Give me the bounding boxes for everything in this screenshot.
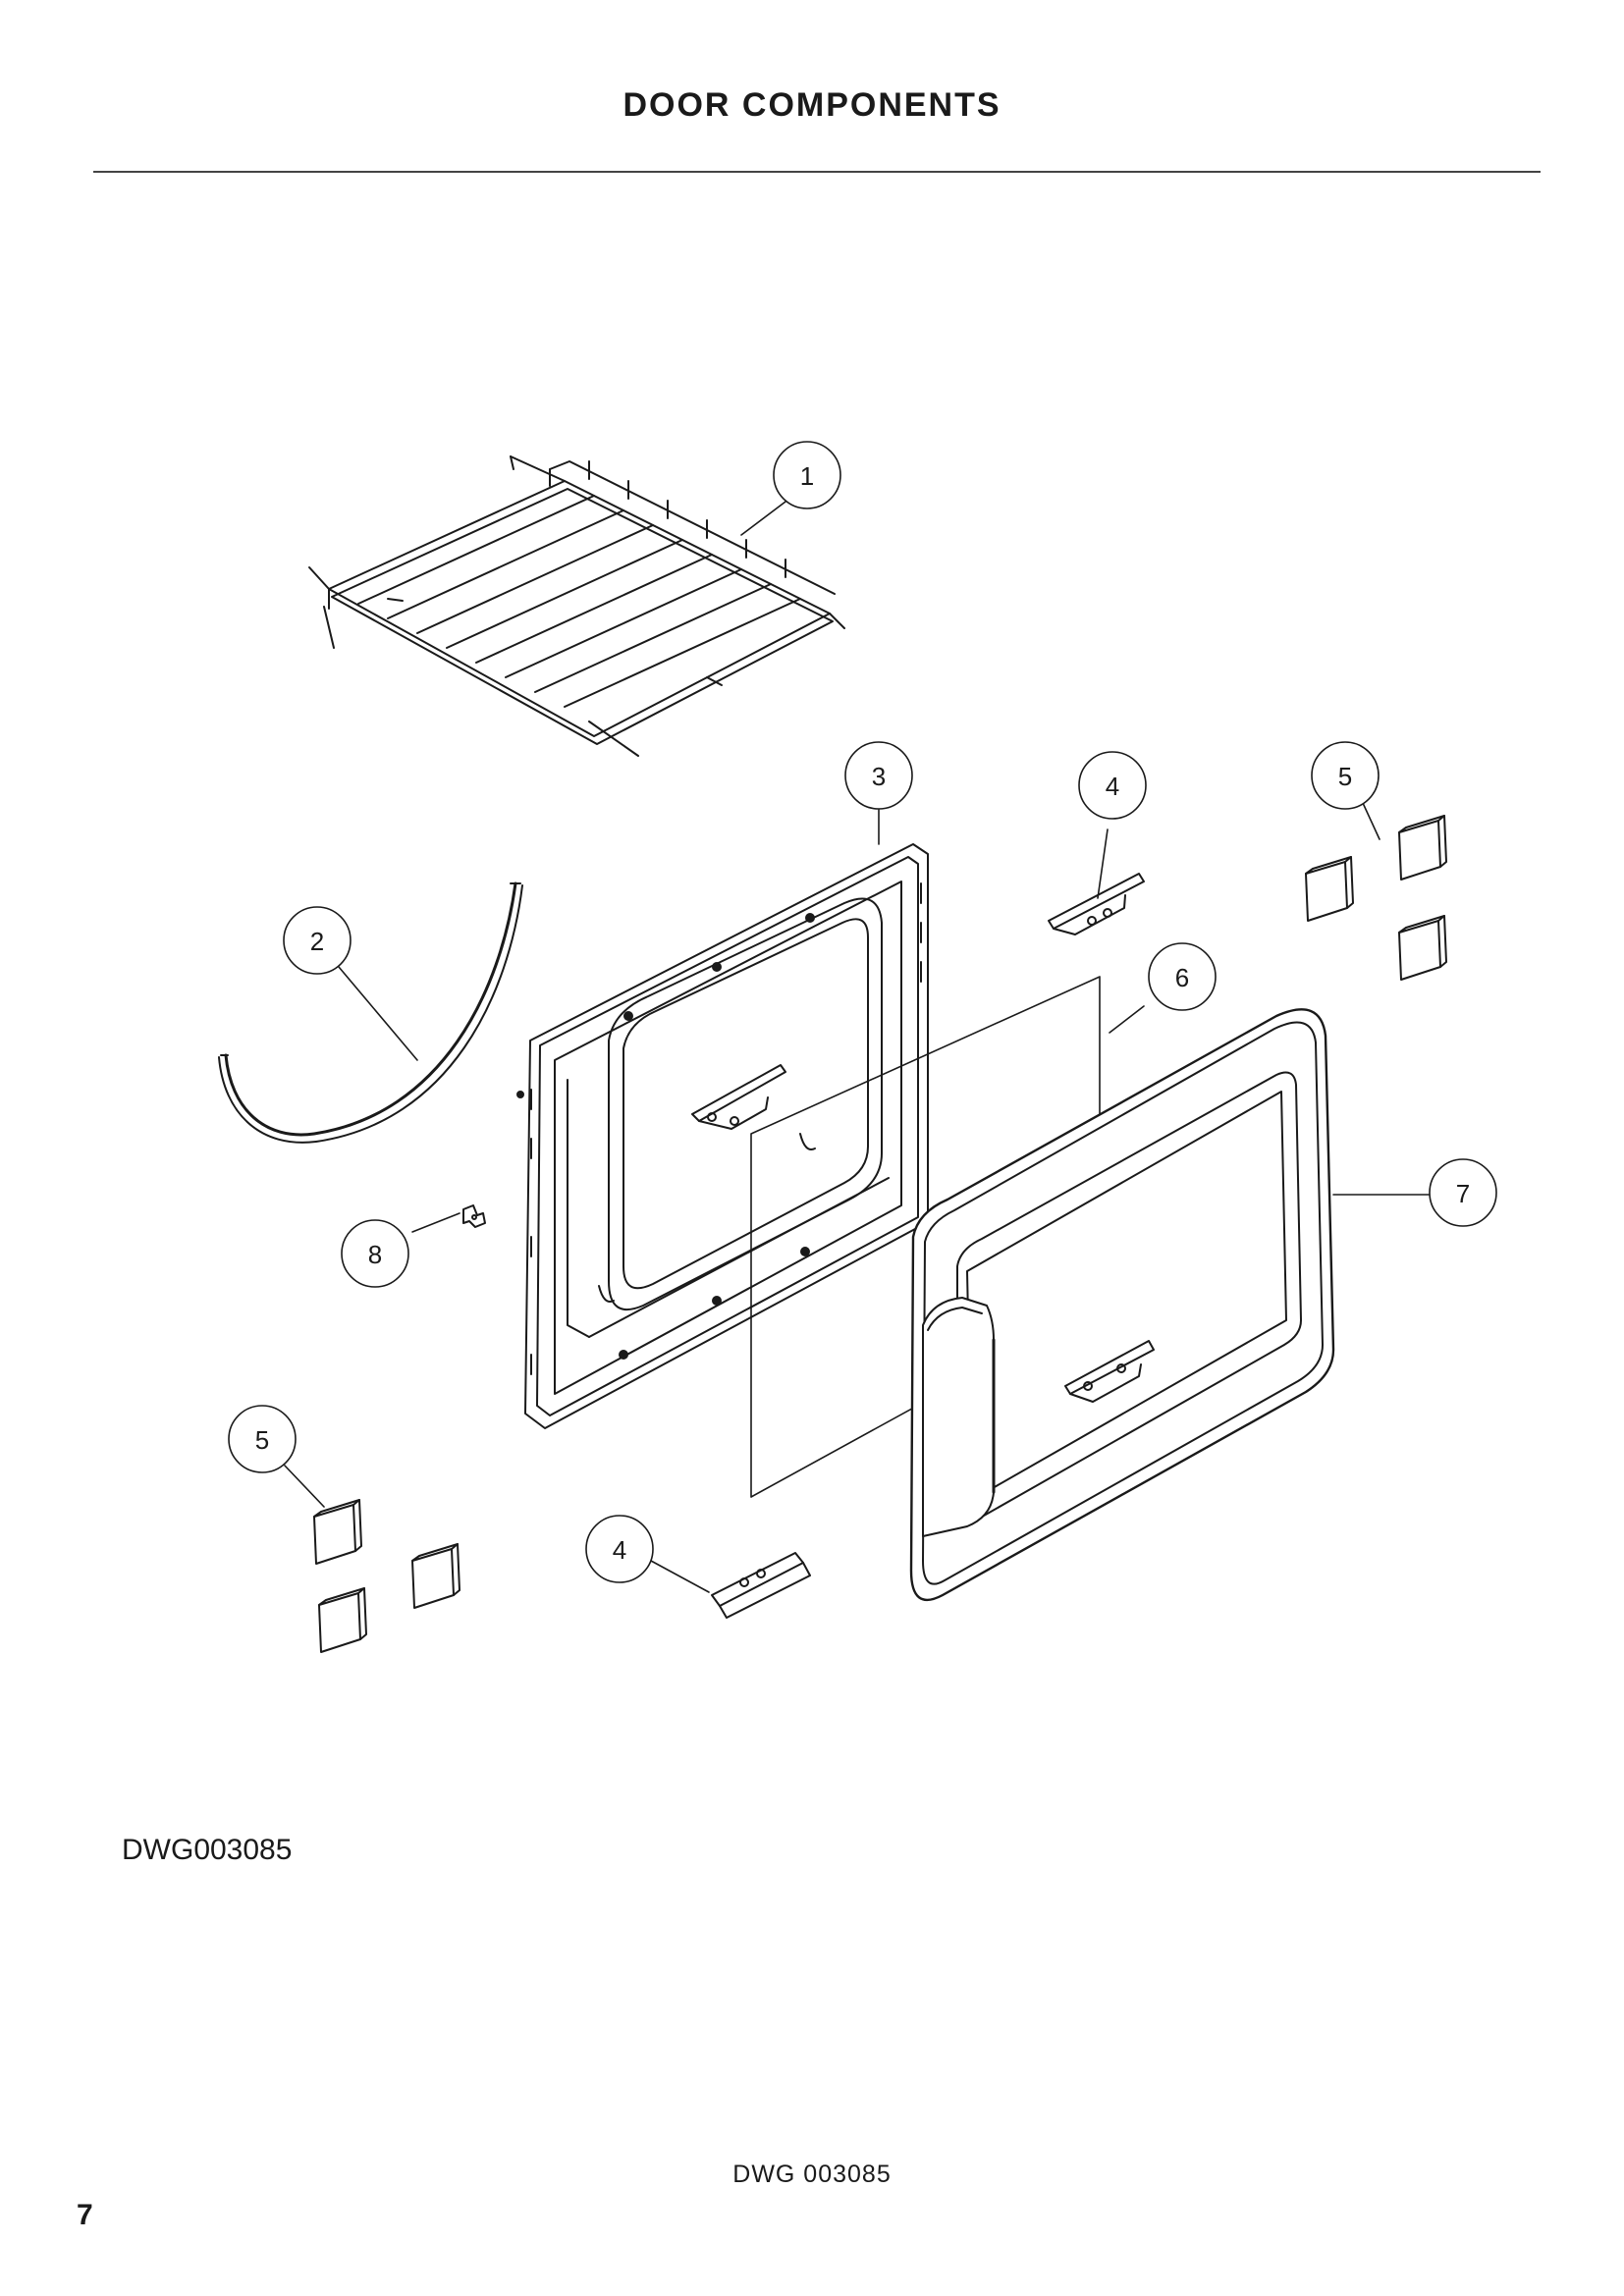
svg-text:4: 4	[613, 1535, 626, 1565]
callout-4-lower: 4	[585, 1515, 654, 1583]
part-outer-door-frame	[909, 1008, 1335, 1601]
part-pads-upper	[1305, 815, 1447, 981]
svg-text:7: 7	[1456, 1179, 1470, 1208]
title-divider	[93, 171, 1541, 173]
part-door-seal	[218, 881, 523, 1144]
drawing-code: DWG003085	[122, 1834, 293, 1866]
svg-text:8: 8	[368, 1240, 382, 1269]
svg-text:3: 3	[872, 762, 886, 791]
callout-2: 2	[283, 906, 352, 975]
callout-8: 8	[341, 1219, 409, 1288]
callout-6: 6	[1148, 942, 1217, 1011]
callout-7: 7	[1429, 1158, 1497, 1227]
footer-drawing-code: DWG 003085	[732, 2161, 892, 2188]
page-number: 7	[77, 2199, 93, 2231]
part-rack	[308, 455, 845, 757]
part-pads-lower	[313, 1499, 460, 1653]
svg-text:4: 4	[1106, 772, 1119, 801]
callout-5-lower: 5	[228, 1405, 297, 1473]
callout-4-upper: 4	[1078, 751, 1147, 820]
leader-lines	[284, 495, 1430, 1593]
callout-1: 1	[773, 441, 841, 509]
svg-text:6: 6	[1175, 963, 1189, 992]
callout-3: 3	[844, 741, 913, 810]
svg-text:2: 2	[310, 927, 324, 956]
part-hinge-bracket-lower	[711, 1552, 811, 1619]
svg-text:5: 5	[1338, 762, 1352, 791]
part-hinge-bracket-upper	[1048, 873, 1145, 935]
svg-text:5: 5	[255, 1425, 269, 1455]
page-title: DOOR COMPONENTS	[623, 86, 1001, 124]
callout-5-upper: 5	[1311, 741, 1380, 810]
part-inner-door-panel	[516, 843, 929, 1429]
svg-text:1: 1	[800, 461, 814, 491]
part-clip	[462, 1204, 486, 1228]
